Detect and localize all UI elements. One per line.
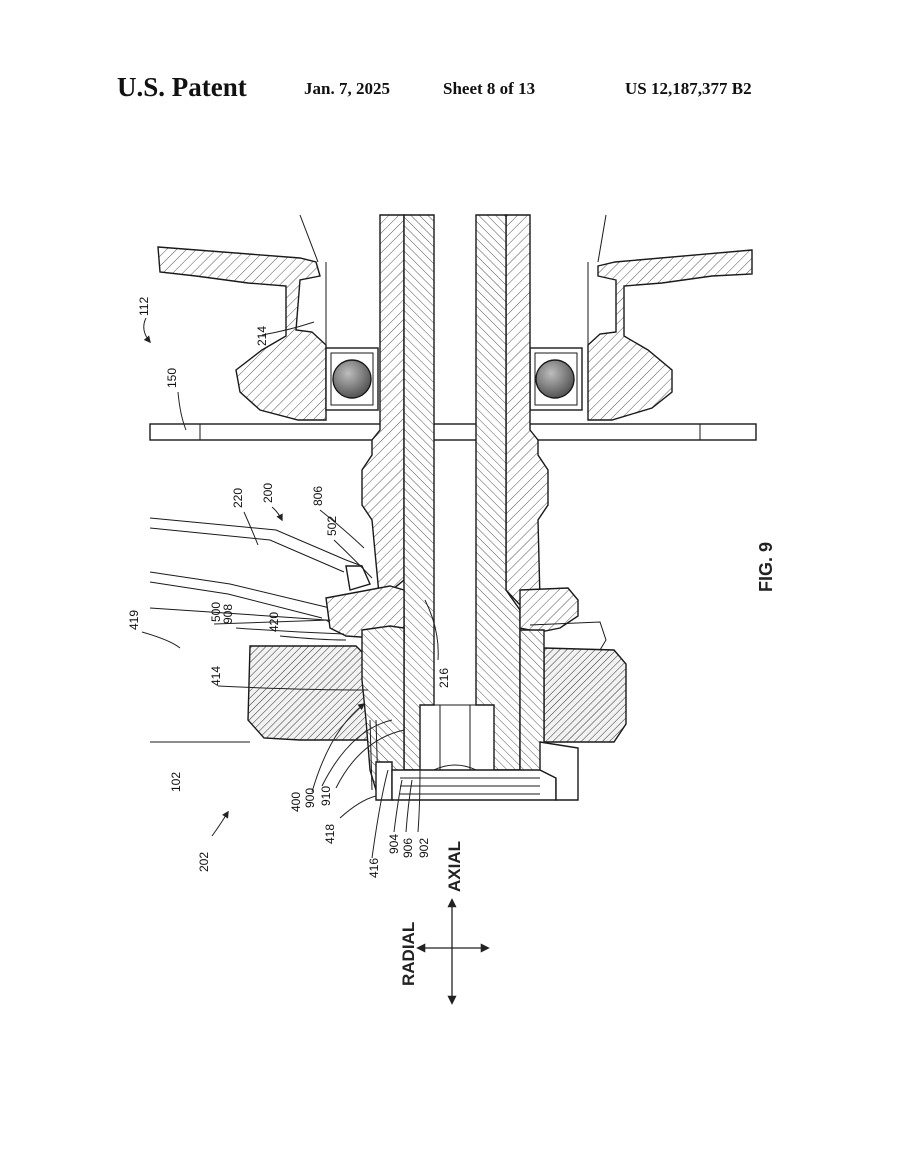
- ref-418: 418: [323, 824, 337, 844]
- ref-900: 900: [303, 788, 317, 808]
- ref-414: 414: [209, 666, 223, 686]
- patent-date: Jan. 7, 2025: [304, 79, 390, 98]
- axis-indicator: AXIAL RADIAL: [399, 841, 490, 1005]
- upper-housing: [157, 214, 753, 421]
- bearing-left: [325, 347, 379, 411]
- ref-420: 420: [267, 612, 281, 632]
- ref-400: 400: [289, 792, 303, 812]
- plate-150: [149, 423, 757, 441]
- ref-908: 908: [221, 604, 235, 624]
- ref-502: 502: [325, 516, 339, 536]
- ref-904: 904: [387, 834, 401, 854]
- block-414: [247, 621, 627, 743]
- threaded-nut: [375, 741, 579, 801]
- lever-arm: [149, 517, 371, 629]
- ref-102: 102: [169, 772, 183, 792]
- radial-label: RADIAL: [399, 922, 418, 986]
- ref-416: 416: [367, 858, 381, 878]
- ref-202: 202: [197, 852, 211, 872]
- ref-220: 220: [231, 488, 245, 508]
- ref-150: 150: [165, 368, 179, 388]
- patent-title: U.S. Patent: [117, 72, 247, 102]
- bearing-right: [529, 347, 583, 411]
- patent-number: US 12,187,377 B2: [625, 79, 752, 98]
- axial-label: AXIAL: [445, 841, 464, 892]
- ref-419: 419: [127, 610, 141, 630]
- ref-214: 214: [255, 326, 269, 346]
- ref-902: 902: [417, 838, 431, 858]
- figure-label: FIG. 9: [756, 542, 776, 592]
- sleeve-400: [361, 625, 545, 791]
- ref-906: 906: [401, 838, 415, 858]
- outer-hub: [361, 214, 549, 607]
- ref-910: 910: [319, 786, 333, 806]
- ref-216: 216: [437, 668, 451, 688]
- ref-200: 200: [261, 483, 275, 503]
- patent-header: U.S. Patent Jan. 7, 2025 Sheet 8 of 13 U…: [0, 72, 908, 108]
- ref-500: 500: [209, 602, 223, 622]
- shaft-216: [403, 214, 521, 771]
- leader-lines: [141, 317, 439, 859]
- sheet-number: Sheet 8 of 13: [443, 79, 536, 98]
- ref-112: 112: [137, 297, 151, 316]
- reference-numerals: 112 150 214 200 220 806 502 500 908 420 …: [127, 297, 451, 878]
- ref-806: 806: [311, 486, 325, 506]
